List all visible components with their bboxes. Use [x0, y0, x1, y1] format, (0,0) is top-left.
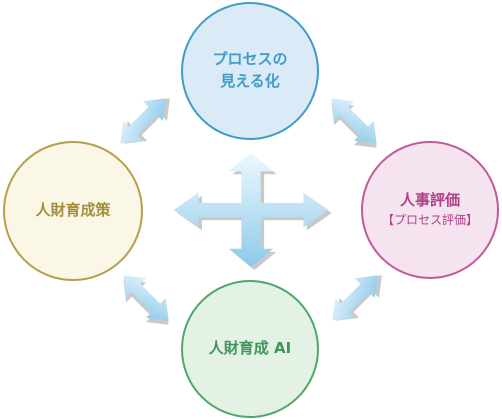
center-cross-arrow — [173, 152, 332, 271]
arrow-bottom-left — [113, 265, 179, 335]
arrow-top-right — [321, 88, 387, 158]
node-top-line1: プロセスの — [212, 50, 288, 69]
node-process-visualization: プロセスの 見える化 — [181, 2, 319, 140]
node-right-label: 人事評価 — [399, 190, 460, 209]
node-right-sub: 【プロセス評価】 — [381, 213, 478, 228]
node-talent-development-policy: 人財育成策 — [3, 141, 143, 281]
arrow-top-left — [110, 88, 180, 154]
arrow-bottom-right — [322, 265, 392, 331]
node-top-line2: 見える化 — [220, 72, 280, 90]
node-personnel-evaluation: 人事評価 【プロセス評価】 — [361, 141, 499, 279]
node-talent-development-ai: 人財育成 AI — [181, 280, 319, 418]
node-bottom-label: 人財育成 AI — [208, 339, 292, 358]
node-left-label: 人財育成策 — [35, 201, 111, 220]
